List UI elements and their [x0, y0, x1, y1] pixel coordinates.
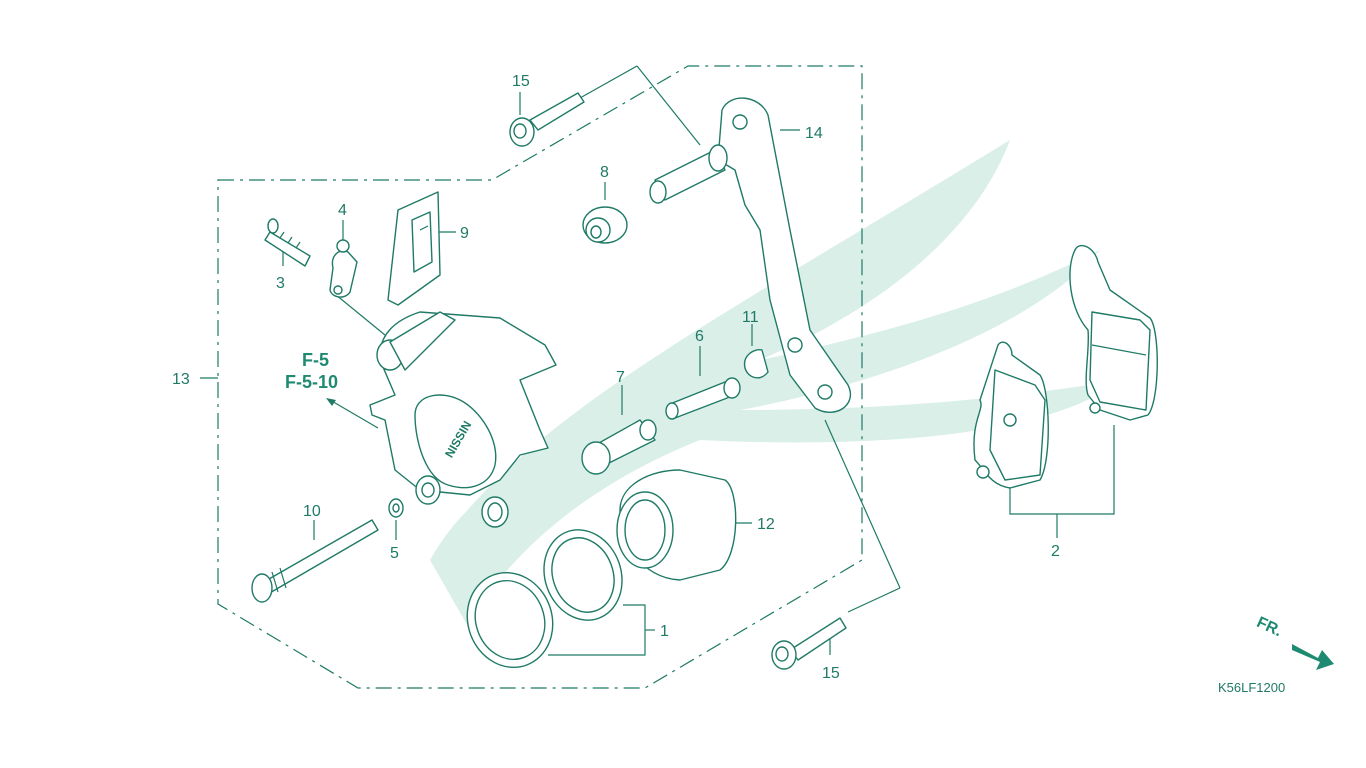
caliper-assembly-outline [217, 65, 863, 689]
bleeder-screw-3 [264, 218, 311, 267]
caliper-bracket-14 [649, 97, 851, 413]
callout-3: 3 [276, 275, 285, 292]
bleeder-cap-4 [329, 239, 358, 298]
caliper-body: NISSIN [369, 311, 557, 528]
bolt-15-top [509, 92, 585, 147]
pin-bolt-7 [581, 419, 657, 475]
reference-link-f5[interactable]: F-5 [302, 350, 329, 370]
reference-link-f5-10[interactable]: F-5-10 [285, 372, 338, 392]
callout-8: 8 [600, 164, 609, 181]
honda-wing-watermark [430, 140, 1120, 630]
pad-spring-9 [387, 191, 441, 306]
brake-pads-2 [973, 244, 1158, 489]
callout-4: 4 [338, 202, 347, 219]
bolt-15-bottom [771, 617, 847, 670]
pin-bolt-6 [665, 377, 741, 420]
piston-seals-1 [466, 529, 623, 669]
callout-14: 14 [805, 125, 823, 142]
callout-15-top: 15 [512, 73, 530, 90]
leader-lines [200, 65, 1115, 656]
callout-10: 10 [303, 503, 321, 520]
callout-7: 7 [616, 369, 625, 386]
callout-15-bottom: 15 [822, 665, 840, 682]
drawing-code: K56LF1200 [1218, 680, 1285, 695]
callout-13: 13 [172, 371, 190, 388]
callout-9: 9 [460, 225, 469, 242]
callout-2: 2 [1051, 543, 1060, 560]
o-ring-5 [388, 498, 404, 518]
callout-11: 11 [742, 309, 759, 326]
piston-12 [616, 469, 737, 581]
retainer-clip-11 [743, 348, 769, 379]
callout-5: 5 [390, 545, 399, 562]
front-direction-arrow [1292, 644, 1334, 670]
callout-1: 1 [660, 623, 669, 640]
front-direction-label: FR. [1254, 614, 1285, 640]
pad-pin-10 [251, 519, 379, 603]
callout-12: 12 [757, 516, 775, 533]
boot-8 [582, 206, 628, 244]
callout-6: 6 [695, 328, 704, 345]
callout-labels: 15 14 8 9 4 3 13 6 11 7 12 10 5 1 2 15 [172, 73, 1060, 682]
